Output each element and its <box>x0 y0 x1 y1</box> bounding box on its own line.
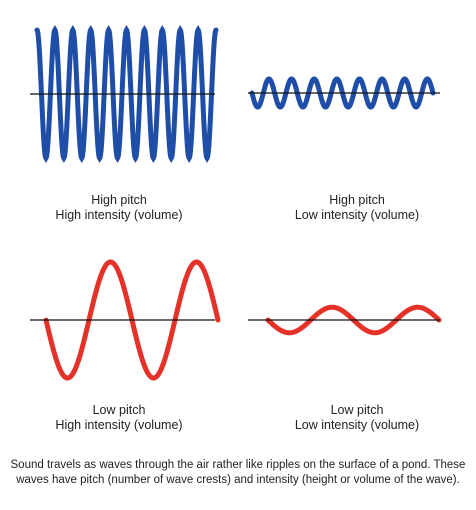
panel-high-pitch-high-intensity <box>30 24 219 164</box>
intensity-label: High intensity (volume) <box>55 418 183 432</box>
intensity-label: Low intensity (volume) <box>294 208 420 222</box>
pitch-label: High pitch <box>91 193 147 207</box>
label-low-pitch-high-intensity: Low pitch High intensity (volume) <box>0 403 238 433</box>
pitch-label: Low pitch <box>330 403 384 417</box>
pitch-label: High pitch <box>329 193 385 207</box>
wave-high-pitch-high-intensity <box>34 24 219 164</box>
panel-low-pitch-high-intensity <box>30 259 221 381</box>
label-low-pitch-low-intensity: Low pitch Low intensity (volume) <box>238 403 476 433</box>
pitch-label: Low pitch <box>92 403 146 417</box>
sound-waves-diagram <box>30 24 442 381</box>
label-high-pitch-high-intensity: High pitch High intensity (volume) <box>0 193 238 223</box>
intensity-label: Low intensity (volume) <box>294 418 420 432</box>
panel-low-pitch-low-intensity <box>248 304 442 336</box>
intensity-label: High intensity (volume) <box>55 208 183 222</box>
caption: Sound travels as waves through the air r… <box>10 459 466 486</box>
panel-high-pitch-low-intensity <box>248 76 440 110</box>
label-high-pitch-low-intensity: High pitch Low intensity (volume) <box>238 193 476 223</box>
